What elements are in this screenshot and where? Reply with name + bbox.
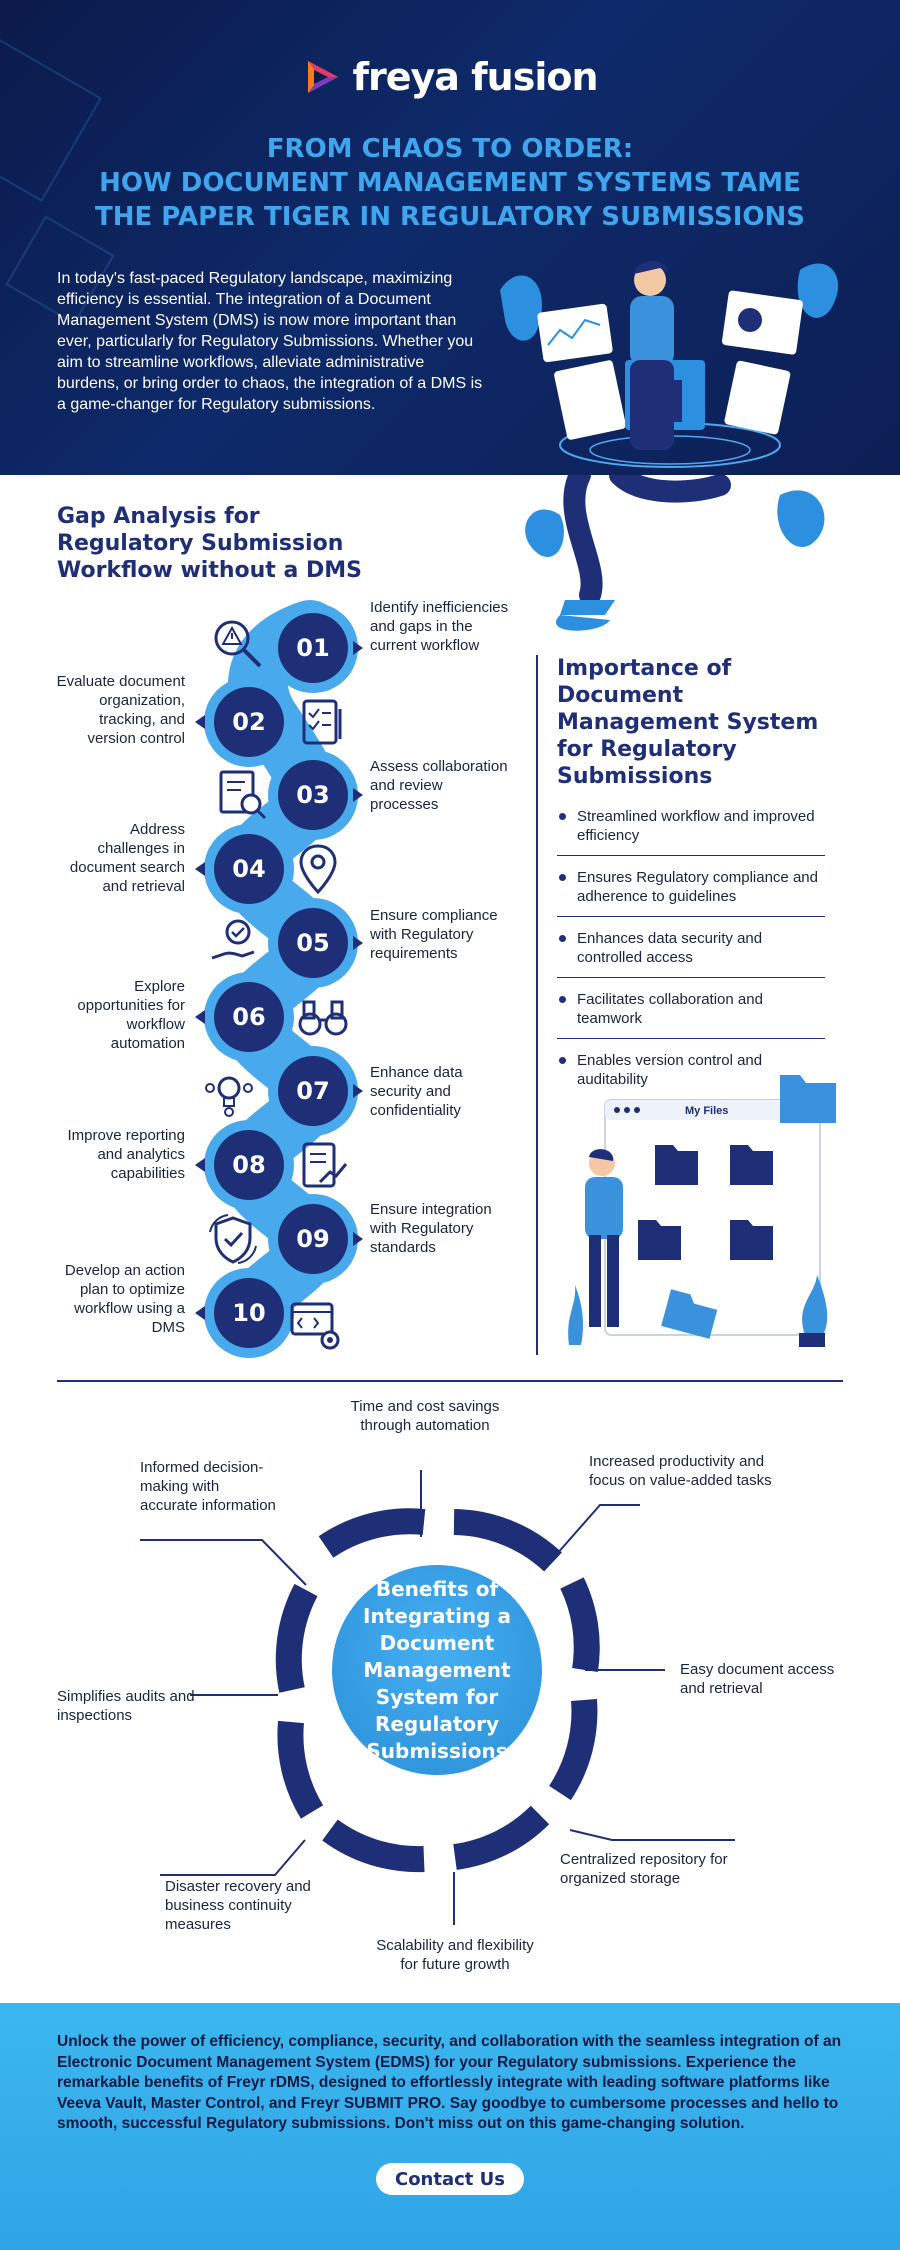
- step-text-08: Improve reporting and analytics capabili…: [67, 1127, 185, 1182]
- magnifier-warning-icon: [214, 620, 262, 668]
- title-line-2: HOW DOCUMENT MANAGEMENT SYSTEMS TAME: [99, 168, 801, 198]
- step-number-03: 03: [278, 760, 348, 830]
- title-line-1: FROM CHAOS TO ORDER:: [266, 134, 634, 164]
- ring-segment: [322, 1819, 425, 1873]
- step-text-10: Develop an action plan to optimize workf…: [64, 1262, 185, 1336]
- step-number-02: 02: [214, 687, 284, 757]
- benefit-item-7: Simplifies audits and inspections: [57, 1688, 195, 1724]
- step-text-06: Explore opportunities for workflow autom…: [77, 978, 185, 1052]
- location-pin-icon: [299, 844, 337, 895]
- step-number-01: 01: [278, 613, 348, 683]
- contact-us-button[interactable]: Contact Us: [376, 2163, 524, 2195]
- importance-item: Facilitates collaboration and teamwork: [557, 988, 825, 1039]
- hero-illustration: [500, 260, 839, 468]
- gap-analysis-title: Gap Analysis for Regulatory Submission W…: [57, 504, 362, 583]
- benefit-item-3: Easy document access and retrieval: [680, 1661, 835, 1697]
- page-title: FROM CHAOS TO ORDER: HOW DOCUMENT MANAGE…: [40, 132, 860, 234]
- ring-segment: [548, 1698, 598, 1801]
- footer-paragraph: Unlock the power of efficiency, complian…: [57, 2033, 842, 2132]
- step-arrow-07: [353, 1084, 363, 1098]
- importance-item: Ensures Regulatory compliance and adhere…: [557, 866, 825, 917]
- ring-segment: [275, 1583, 318, 1693]
- intro-paragraph: In today's fast-paced Regulatory landsca…: [57, 270, 483, 413]
- lightbulb-gear-icon: [205, 1076, 253, 1117]
- step-number-05: 05: [278, 908, 348, 978]
- report-chart-icon: [302, 1142, 348, 1188]
- benefit-item-8: Informed decision-making with accurate i…: [140, 1459, 276, 1514]
- files-illustration: My Files: [555, 1065, 845, 1355]
- ring-segment: [452, 1805, 550, 1870]
- code-gear-icon: [290, 1302, 340, 1350]
- benefits-center-title: Benefits of Integrating a Document Manag…: [332, 1565, 542, 1775]
- connector-line: [140, 1539, 307, 1586]
- step-text-01: Identify inefficiencies and gaps in the …: [370, 599, 509, 654]
- binoculars-icon: [298, 1000, 348, 1036]
- benefit-item-2: Increased productivity and focus on valu…: [589, 1453, 772, 1489]
- step-number-07: 07: [278, 1056, 348, 1126]
- step-arrow-06: [195, 1010, 205, 1024]
- step-text-05: Ensure compliance with Regulatory requir…: [370, 907, 498, 962]
- step-number-08: 08: [214, 1130, 284, 1200]
- step-text-07: Enhance data security and confidentialit…: [370, 1064, 463, 1119]
- benefit-item-1: Time and cost savings through automation: [350, 1398, 500, 1434]
- ring-segment: [453, 1509, 562, 1572]
- footer-banner: Unlock the power of efficiency, complian…: [0, 2003, 900, 2250]
- importance-title: Importance of Document Management System…: [557, 656, 819, 789]
- brand-name: freya fusion: [352, 55, 598, 99]
- benefit-item-6: Disaster recovery and business continuit…: [165, 1878, 311, 1933]
- step-arrow-03: [353, 788, 363, 802]
- step-arrow-04: [195, 862, 205, 876]
- step-number-06: 06: [214, 982, 284, 1052]
- ring-segment: [560, 1577, 600, 1672]
- checklist-icon: [302, 699, 342, 745]
- importance-list: Streamlined workflow and improved effici…: [557, 805, 825, 1109]
- ring-segment: [318, 1508, 426, 1558]
- connector-line: [160, 1839, 306, 1876]
- connector-line: [569, 1829, 735, 1841]
- step-arrow-01: [353, 641, 363, 655]
- step-text-04: Address challenges in document search an…: [69, 821, 185, 895]
- importance-item: Enables version control and auditability: [557, 1049, 825, 1099]
- step-arrow-10: [195, 1306, 205, 1320]
- connector-line: [555, 1504, 640, 1556]
- my-files-label: My Files: [685, 1105, 729, 1117]
- importance-item: Enhances data security and controlled ac…: [557, 927, 825, 978]
- step-number-09: 09: [278, 1204, 348, 1274]
- step-text-02: Evaluate document organization, tracking…: [56, 673, 185, 747]
- step-text-09: Ensure integration with Regulatory stand…: [370, 1201, 492, 1256]
- gap-path-ribbon: [219, 600, 341, 1350]
- hand-check-icon: [211, 919, 255, 960]
- step-text-03: Assess collaboration and review processe…: [370, 758, 508, 813]
- ring-segment: [277, 1720, 324, 1819]
- document-search-icon: [219, 770, 267, 820]
- hero-illustration-lower: [525, 475, 825, 631]
- importance-item: Streamlined workflow and improved effici…: [557, 805, 825, 856]
- benefit-item-5: Scalability and flexibility for future g…: [376, 1937, 534, 1973]
- step-arrow-02: [195, 715, 205, 729]
- benefits-ring: [140, 1470, 735, 1925]
- step-number-04: 04: [214, 834, 284, 904]
- step-number-10: 10: [214, 1278, 284, 1348]
- step-arrow-08: [195, 1158, 205, 1172]
- section-divider-vertical: [536, 655, 538, 1355]
- play-logo-icon: [308, 61, 339, 93]
- files-illustration-art: [568, 1075, 836, 1347]
- shield-check-icon: [209, 1214, 257, 1264]
- step-arrow-09: [353, 1232, 363, 1246]
- section-divider-horizontal: [57, 1380, 843, 1382]
- step-arrow-05: [353, 936, 363, 950]
- brand-logo[interactable]: freya fusion: [0, 55, 900, 99]
- benefit-item-4: Centralized repository for organized sto…: [560, 1851, 728, 1887]
- title-line-3: THE PAPER TIGER IN REGULATORY SUBMISSION…: [94, 202, 806, 232]
- header-banner: freya fusion FROM CHAOS TO ORDER: HOW DO…: [0, 0, 900, 475]
